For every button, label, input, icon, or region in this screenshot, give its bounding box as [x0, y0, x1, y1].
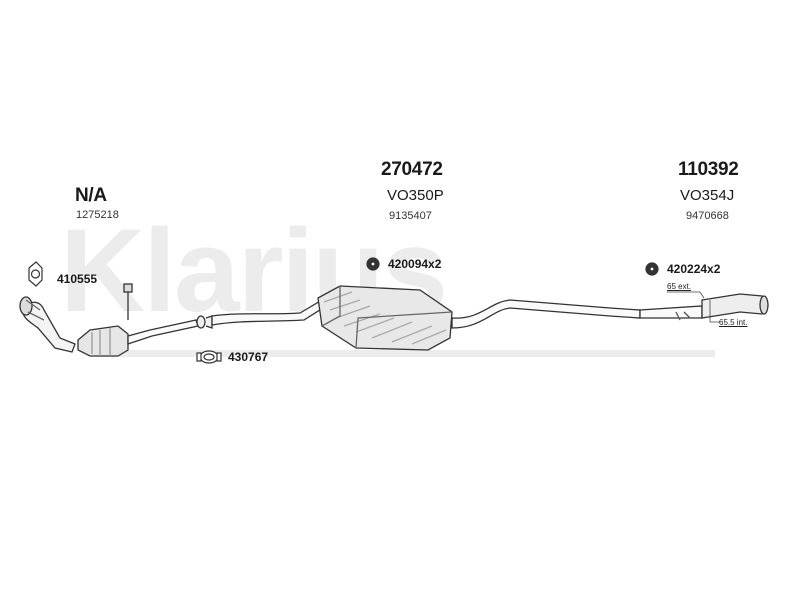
mount-rear-part-number: 420224x2 — [667, 262, 721, 276]
dimension-int: 65.5 int. — [719, 318, 748, 327]
mount-middle-part-number: 420094x2 — [388, 257, 442, 271]
rear-section-code: VO354J — [680, 187, 735, 204]
middle-silencer-assembly — [211, 285, 641, 351]
front-pipe-with-catalyst — [19, 283, 199, 357]
rear-section-ref: 9470668 — [686, 210, 729, 222]
watermark-underline — [95, 350, 715, 357]
middle-section-code: VO350P — [387, 187, 444, 204]
front-section-ref: 1275218 — [76, 209, 119, 221]
clamp-icon — [196, 350, 222, 364]
middle-section-ref: 9135407 — [389, 210, 432, 222]
gasket-part-number: 410555 — [57, 272, 98, 286]
front-section-title: N/A — [75, 185, 107, 206]
dimension-lines — [667, 291, 720, 323]
rubber-mount-icon-middle — [366, 257, 380, 271]
rear-tailpipe-assembly — [639, 293, 769, 321]
clamp-part-number: 430767 — [228, 350, 269, 364]
rear-section-title: 110392 — [678, 159, 739, 180]
rubber-mount-icon-rear — [645, 262, 659, 276]
pipe-joint — [196, 315, 213, 329]
gasket-icon — [28, 261, 43, 287]
dimension-ext: 65 ext. — [667, 282, 692, 291]
middle-section-title: 270472 — [381, 159, 443, 180]
